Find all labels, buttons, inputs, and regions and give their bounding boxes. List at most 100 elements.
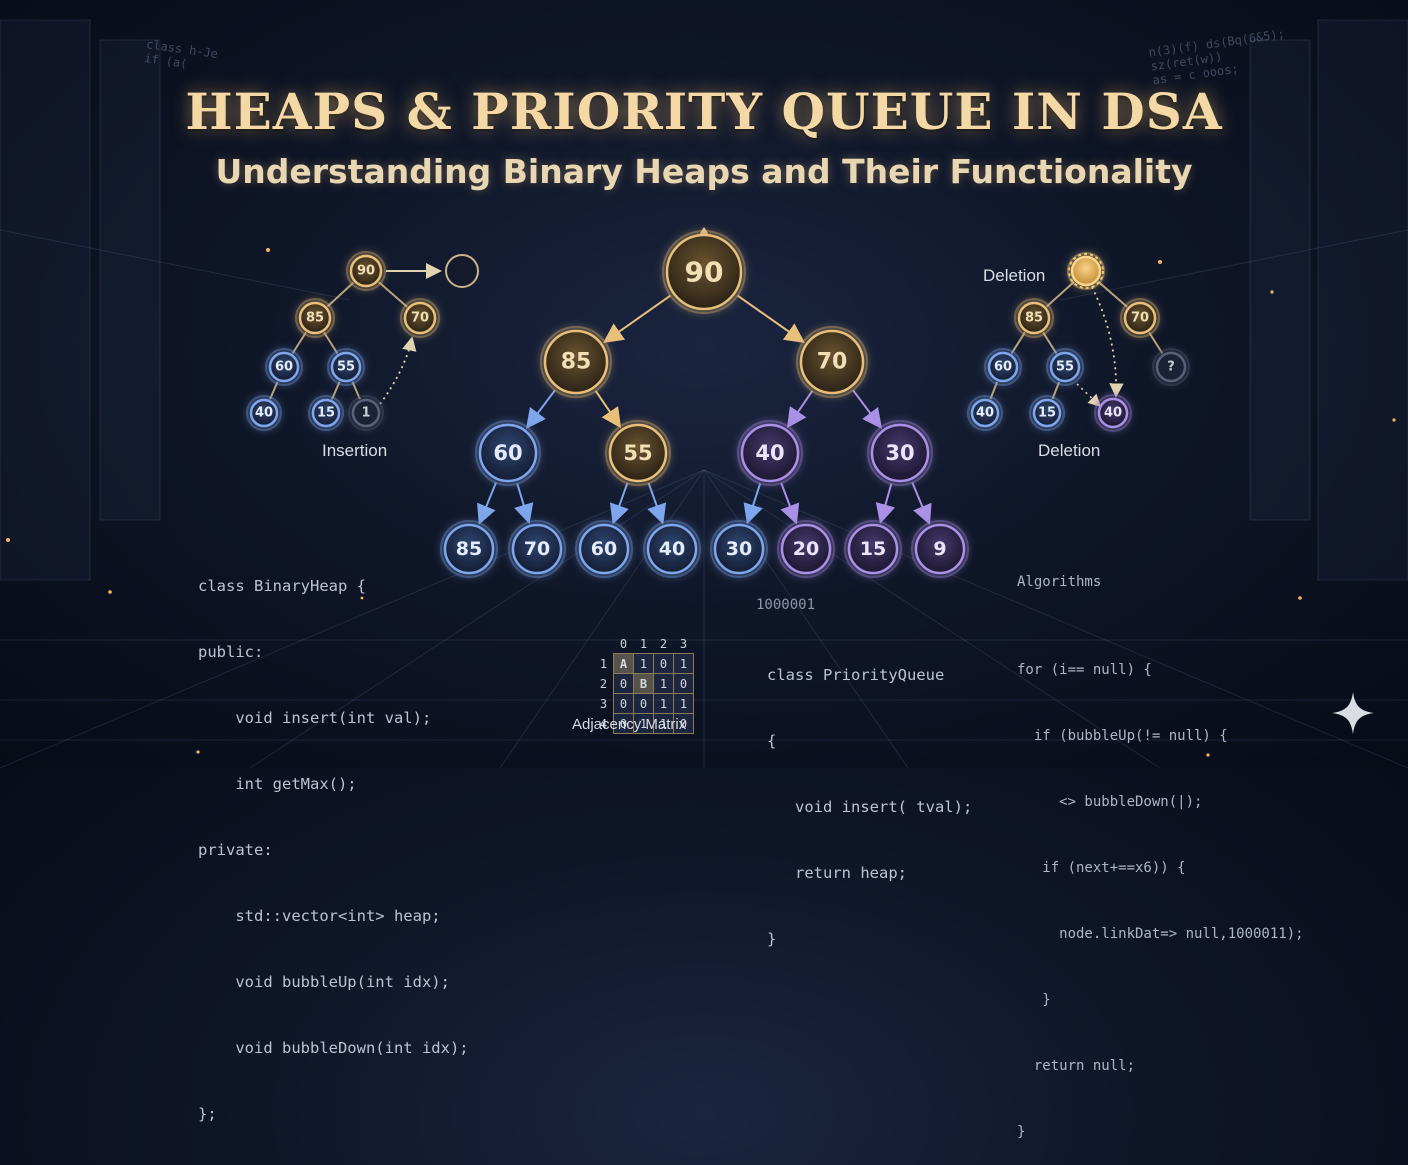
main-heap-edge <box>743 483 763 525</box>
node-value: 70 <box>411 311 429 326</box>
node-circle <box>713 523 765 575</box>
main-heap-edge <box>477 482 497 525</box>
matrix-row-label: 4 <box>599 716 608 731</box>
binary-heap-code: class BinaryHeap { public: void insert(i… <box>198 531 469 1147</box>
main-heap-edge <box>875 483 896 524</box>
node-circle <box>349 254 383 288</box>
node-value: 40 <box>1104 406 1122 421</box>
deletion-bottom-label: Deletion <box>1038 441 1101 460</box>
node-circle <box>970 398 1000 428</box>
node-halo <box>246 395 282 431</box>
node-value: 15 <box>860 538 886 560</box>
removed-root-node <box>1067 252 1105 290</box>
code-line: for (i== null) { <box>1017 662 1152 678</box>
insertion-node: 55 <box>327 348 365 386</box>
main-heap-edge <box>780 482 800 525</box>
node-halo <box>844 520 902 578</box>
matrix-cell: 0 <box>613 673 634 694</box>
matrix-row: 1 A 1 0 1 <box>594 653 694 674</box>
matrix-cell: 1 <box>633 713 654 734</box>
code-line: if (bubbleUp(!= null) { <box>1017 728 1228 744</box>
node-halo <box>777 520 835 578</box>
deletion-edge <box>1010 331 1026 355</box>
node-halo <box>967 395 1003 431</box>
page-title: HEAPS & PRIORITY QUEUE IN DSA <box>185 82 1223 141</box>
node-circle <box>740 423 800 483</box>
code-line: private: <box>198 841 273 859</box>
node-halo <box>308 395 344 431</box>
node-halo <box>867 420 933 486</box>
code-line: return null; <box>1017 1058 1136 1074</box>
matrix-cell: 1 <box>673 653 694 674</box>
matrix-row: 2 0 B 1 0 <box>594 673 694 694</box>
node-value: 60 <box>591 538 617 560</box>
node-value: 60 <box>493 441 522 465</box>
node-halo <box>508 520 566 578</box>
node-halo <box>346 251 386 291</box>
code-line: class PriorityQueue <box>767 666 945 684</box>
node-value: ? <box>1167 360 1175 375</box>
node-halo <box>737 420 803 486</box>
priority-queue-code: class PriorityQueue { void insert( tval)… <box>767 620 972 972</box>
heap-node: 60 <box>575 520 633 578</box>
heap-node: 60 <box>475 420 541 486</box>
deletion-edges <box>989 280 1164 408</box>
deletion-node: 40 <box>1094 394 1132 432</box>
deletion-node: 40 <box>967 395 1003 431</box>
heap-node: 40 <box>643 520 701 578</box>
node-circle <box>249 398 279 428</box>
node-halo <box>1152 348 1190 386</box>
code-line: } <box>1017 1124 1026 1140</box>
deletion-node: ? <box>1152 348 1190 386</box>
matrix-row: 3 0 0 1 1 <box>594 693 694 714</box>
insertion-label: Insertion <box>322 441 388 460</box>
matrix-cell: B <box>633 673 654 694</box>
node-value: 85 <box>561 350 592 375</box>
node-circle <box>780 523 832 575</box>
node-value: 60 <box>275 360 293 375</box>
node-halo <box>540 326 612 398</box>
node-circle <box>543 329 609 395</box>
node-circle <box>351 398 381 428</box>
heap-node: 30 <box>710 520 768 578</box>
matrix-corner <box>594 634 614 654</box>
node-circle <box>847 523 899 575</box>
code-line: } <box>1017 992 1051 1008</box>
insertion-edge <box>351 381 361 400</box>
deletion-edge <box>1042 331 1058 355</box>
node-circle <box>330 351 362 383</box>
matrix-row: 4 0 1 1 0 <box>594 713 694 734</box>
node-circle <box>298 301 332 335</box>
node-value: 40 <box>755 441 784 465</box>
node-value: 70 <box>817 350 848 375</box>
node-circle <box>608 423 668 483</box>
empty-slot-node <box>445 254 479 288</box>
insertion-edge <box>323 331 339 355</box>
node-value: 20 <box>793 538 819 560</box>
insertion-edge <box>378 281 408 308</box>
node-circle <box>443 523 495 575</box>
node-value: 40 <box>976 406 994 421</box>
node-value: 60 <box>994 360 1012 375</box>
matrix-row-label: 2 <box>599 676 608 691</box>
heap-node: 70 <box>796 326 868 398</box>
node-value: 70 <box>1131 311 1149 326</box>
code-line: void bubbleUp(int idx); <box>198 973 450 991</box>
node-halo <box>327 348 365 386</box>
insertion-edges <box>269 263 442 405</box>
deletion-swap-arrow <box>1091 286 1124 398</box>
matrix-label: Adjacency Matrix <box>572 716 687 733</box>
node-circle <box>311 398 341 428</box>
node-halo <box>710 520 768 578</box>
insertion-bubble-up-arrow <box>379 336 417 405</box>
matrix-col-label: 0 <box>619 636 628 651</box>
deletion-sift-arrow <box>1076 383 1102 408</box>
deletion-edge <box>1045 280 1075 308</box>
main-heap-edge <box>911 482 932 525</box>
deletion-node: 70 <box>1120 298 1160 338</box>
node-circle <box>646 523 698 575</box>
node-circle <box>578 523 630 575</box>
main-heap-edge <box>852 389 883 429</box>
